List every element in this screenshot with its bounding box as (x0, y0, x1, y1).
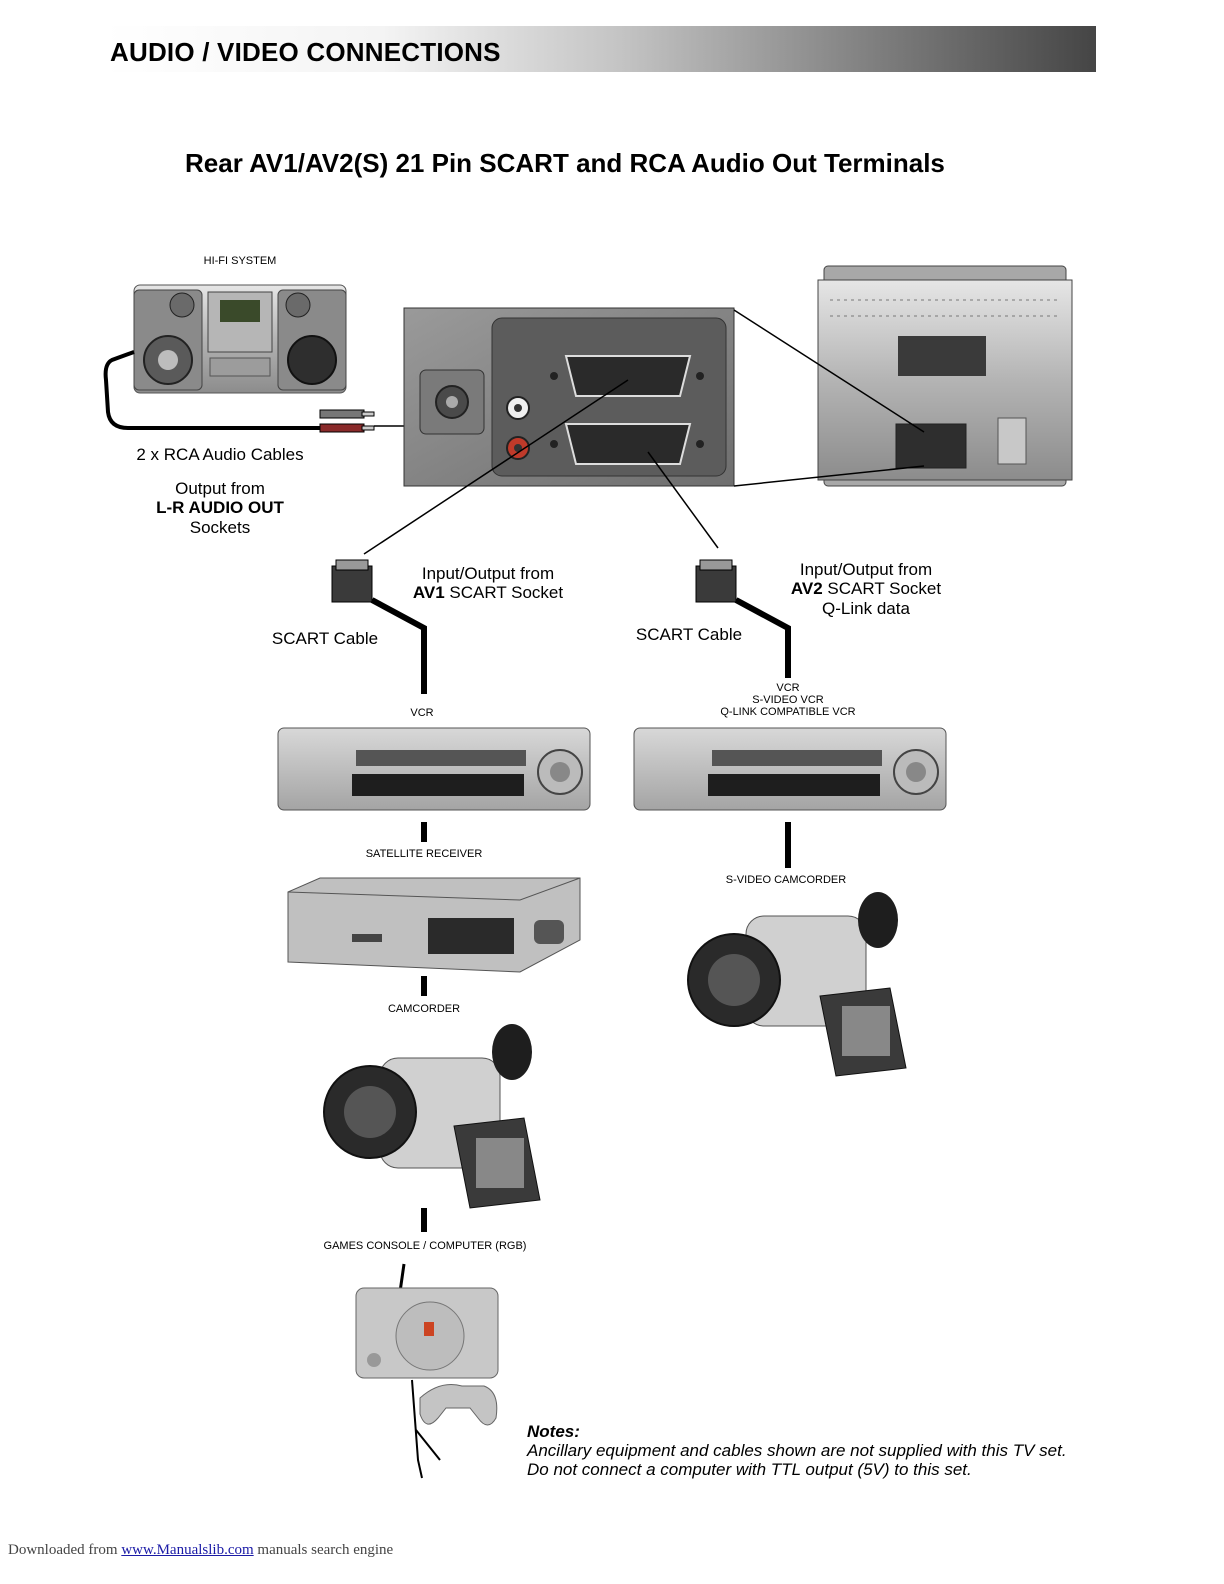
svideo-camcorder-label: S-VIDEO CAMCORDER (725, 874, 847, 886)
notes-block: Notes: Ancillary equipment and cables sh… (527, 1422, 1067, 1479)
rca-plugs (319, 409, 375, 433)
footer-prefix: Downloaded from (8, 1542, 122, 1558)
page-title: Rear AV1/AV2(S) 21 Pin SCART and RCA Aud… (185, 148, 945, 178)
vcr-left-image (277, 727, 591, 811)
vcr-right-image (633, 727, 947, 811)
satellite-receiver-image (287, 877, 581, 973)
hifi-system-image (133, 284, 347, 394)
rca-cables-label: 2 x RCA Audio Cables (136, 445, 304, 464)
games-console-image (355, 1263, 499, 1479)
scart-plug-av2 (695, 559, 791, 678)
av2-qlink-label: Q-Link data (822, 599, 910, 618)
camcorder-right-image (687, 892, 907, 1077)
av1-socket-text: SCART Socket (444, 583, 564, 602)
camcorder-left-image (323, 1024, 541, 1209)
av1-socket-name: AV1 (412, 583, 445, 602)
av2-socket-name: AV2 (790, 579, 823, 598)
av1-io-line1: Input/Output from (421, 564, 555, 583)
tv-rear-image (817, 265, 1073, 487)
header-bar (104, 26, 1096, 72)
tv-rear-panel-closeup (403, 307, 735, 487)
footer-suffix: manuals search engine (253, 1542, 394, 1558)
av2-vcr-label-1: VCR (776, 682, 800, 694)
audio-out-label-line2: L-R AUDIO OUT (156, 498, 284, 517)
av2-socket-text: SCART Socket (822, 579, 942, 598)
av2-vcr-label-3: Q-LINK COMPATIBLE VCR (720, 706, 856, 718)
av2-io-line2: AV2 SCART Socket (776, 579, 956, 598)
scart-plug-av1 (331, 559, 427, 694)
satellite-receiver-label: SATELLITE RECEIVER (365, 848, 483, 860)
notes-line-2: Do not connect a computer with TTL outpu… (527, 1460, 972, 1479)
manualslib-link[interactable]: www.Manualslib.com (121, 1542, 254, 1558)
notes-line-1: Ancillary equipment and cables shown are… (527, 1441, 1067, 1460)
av1-scart-cable-label: SCART Cable (271, 629, 379, 648)
av2-scart-cable-label: SCART Cable (635, 625, 743, 644)
footer: Downloaded from www.Manualslib.com manua… (8, 1542, 393, 1559)
av2-io-line1: Input/Output from (799, 560, 933, 579)
audio-out-label-line3: Sockets (189, 518, 251, 537)
camcorder-label: CAMCORDER (387, 1003, 461, 1015)
games-console-label: GAMES CONSOLE / COMPUTER (RGB) (323, 1240, 527, 1252)
notes-heading: Notes: (527, 1422, 580, 1441)
audio-out-label-line1: Output from (175, 479, 265, 498)
hifi-label: HI-FI SYSTEM (203, 255, 277, 267)
page-header-title: AUDIO / VIDEO CONNECTIONS (110, 37, 501, 67)
av1-io-line2: AV1 SCART Socket (398, 583, 578, 602)
av1-vcr-label: VCR (410, 707, 434, 719)
av2-vcr-label-2: S-VIDEO VCR (752, 694, 824, 706)
